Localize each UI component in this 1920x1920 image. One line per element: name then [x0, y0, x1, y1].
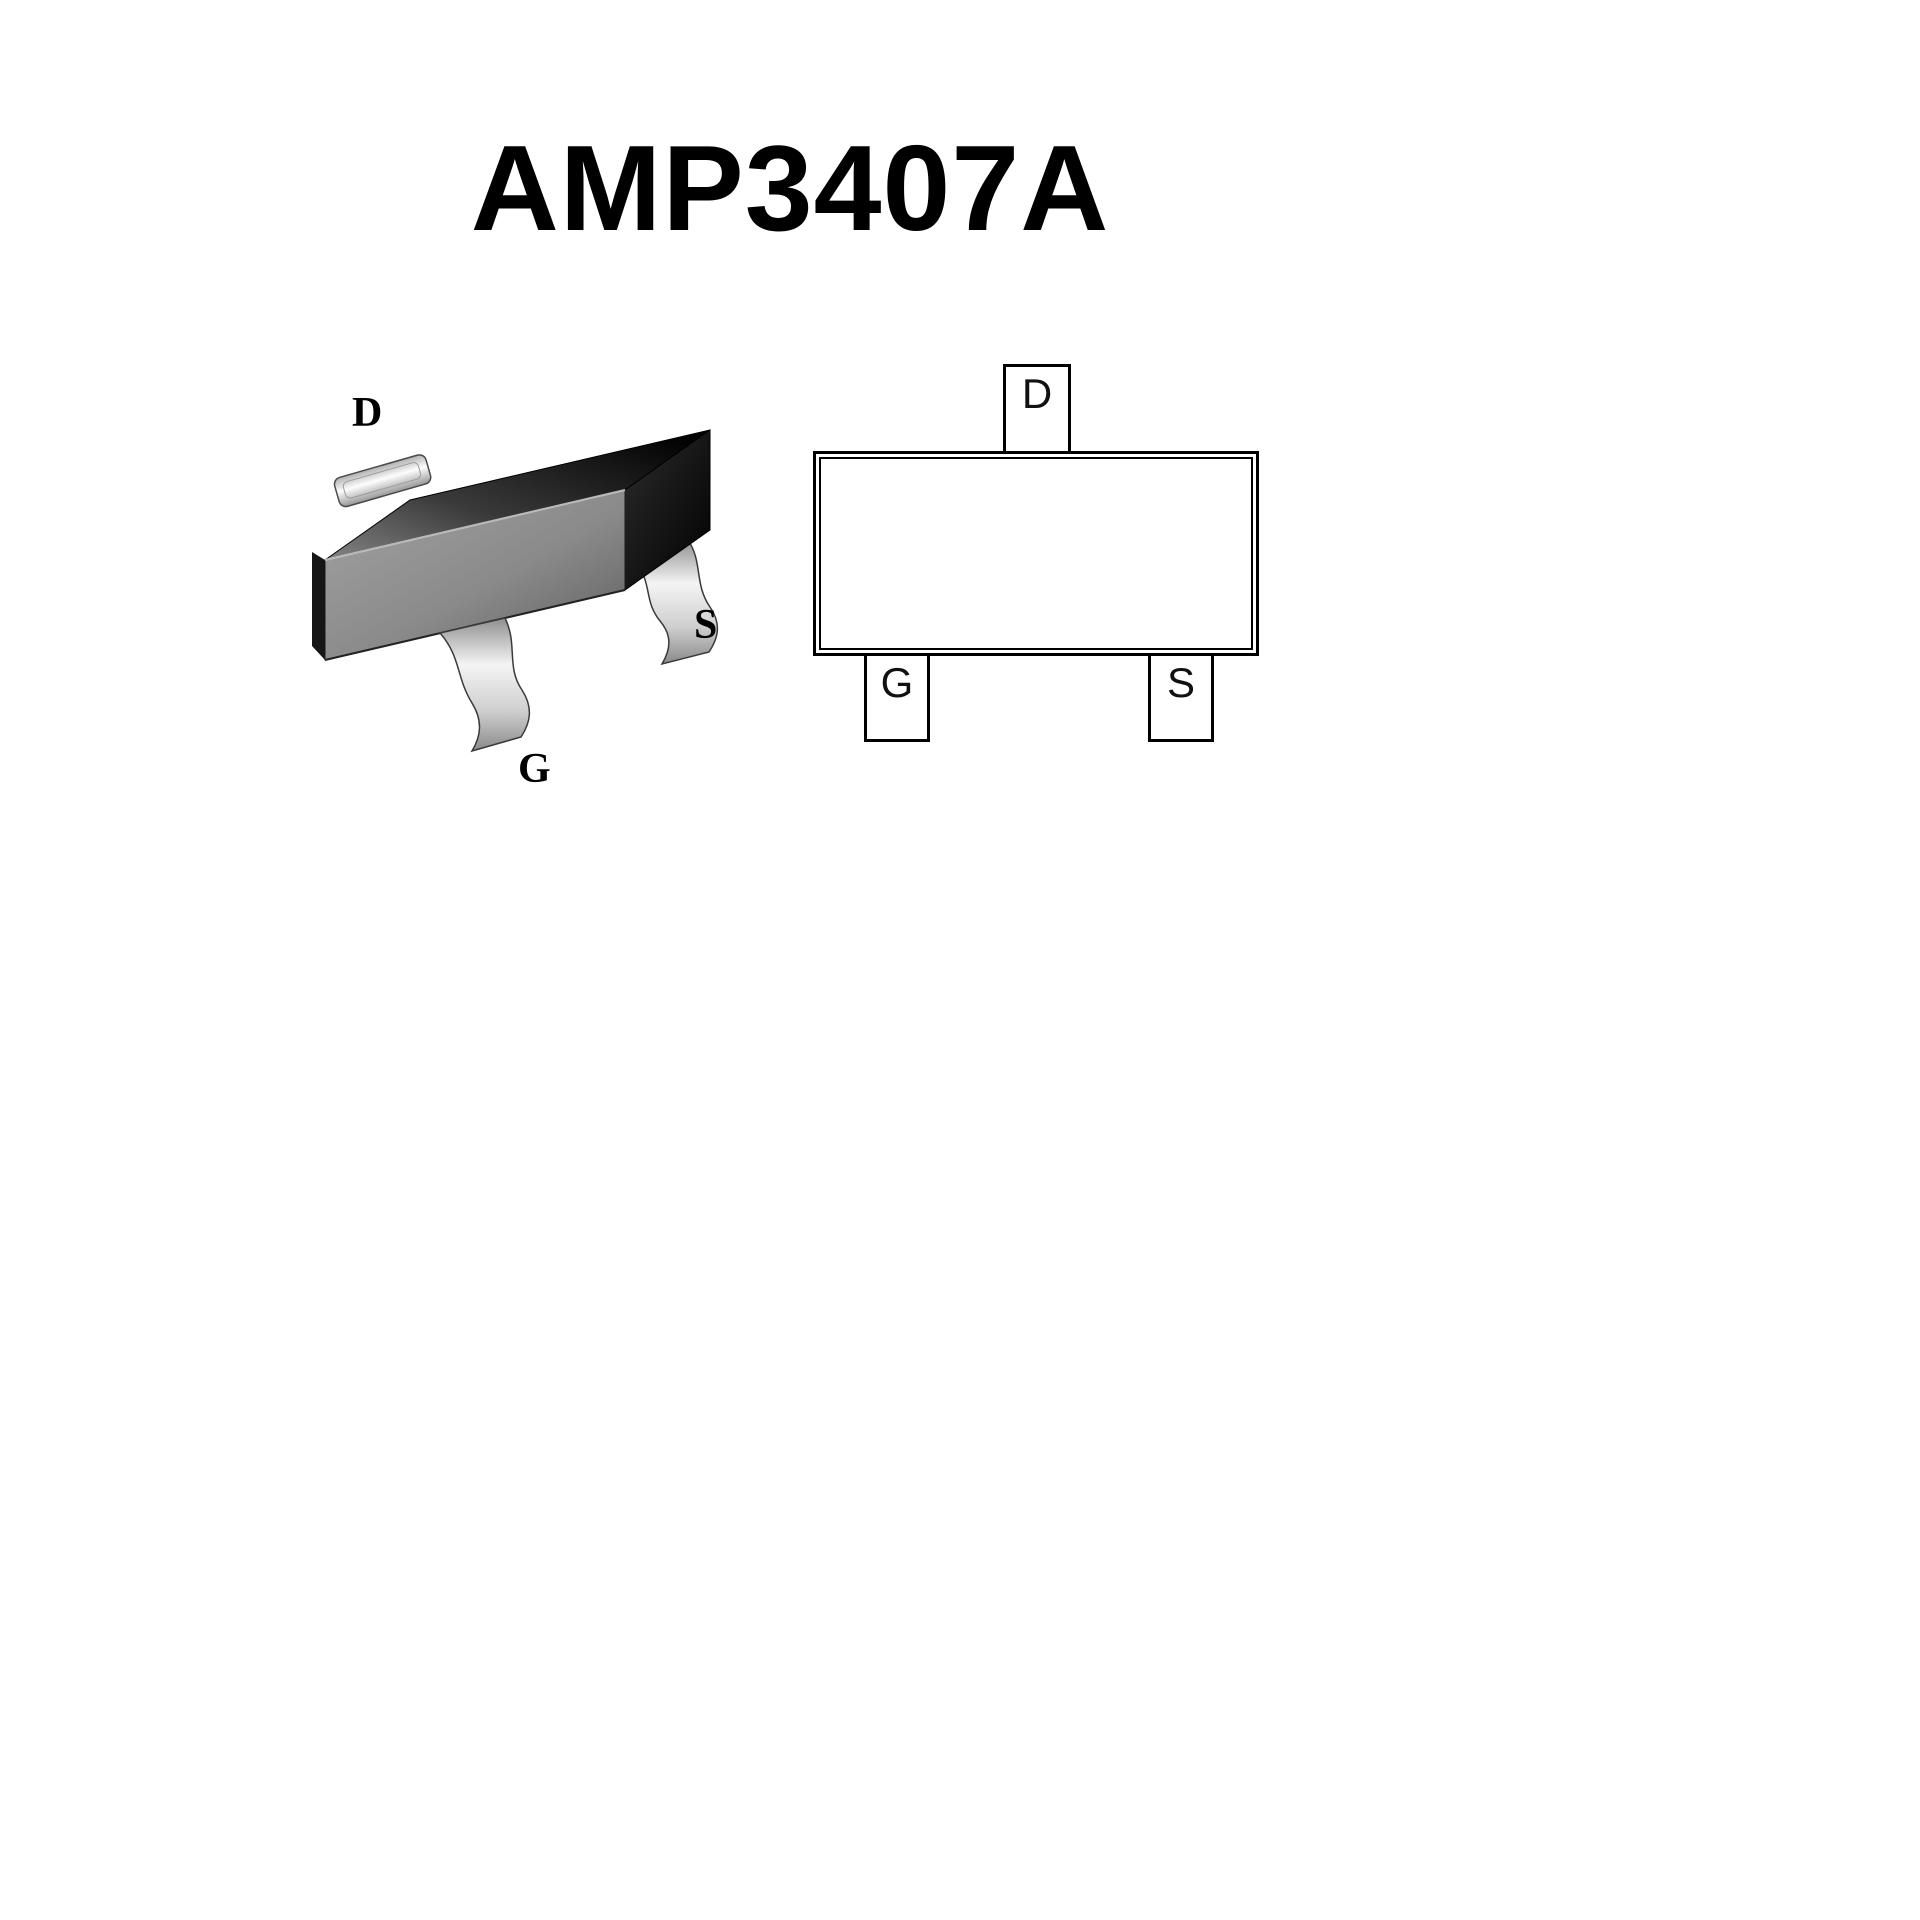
pin-d-box: D — [1003, 364, 1071, 454]
pin-d-label-3d: D — [352, 390, 383, 436]
page-title: AMP3407A — [470, 120, 1110, 256]
package-top-edge-highlight — [324, 489, 626, 561]
pin-s-box: S — [1148, 653, 1214, 742]
package-body-inner-outline — [819, 457, 1253, 650]
pin-g-box: G — [864, 653, 930, 742]
pin-g-label-3d: G — [518, 746, 551, 792]
package-3d-figure: D S G — [290, 330, 740, 800]
pin-g-lead-3d — [438, 617, 531, 753]
pin-d-lead-3d — [333, 454, 432, 508]
pin-s-label: S — [1166, 659, 1195, 706]
package-3d-render — [312, 429, 719, 753]
pin-g-label: G — [880, 659, 914, 706]
package-body-outline — [813, 451, 1259, 656]
package-left-edge-shadow — [312, 552, 325, 660]
pin-d-label: D — [1021, 370, 1053, 417]
pin-s-label-3d: S — [694, 602, 718, 648]
pin-s-lead-3d — [633, 539, 719, 666]
